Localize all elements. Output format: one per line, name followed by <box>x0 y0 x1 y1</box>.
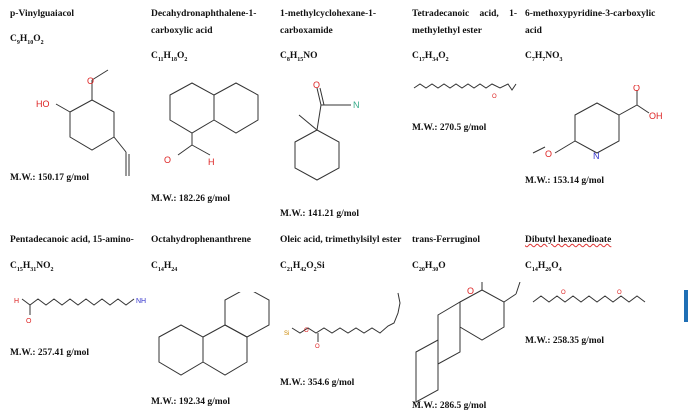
svg-text:N: N <box>353 100 360 110</box>
compound-formula: C7H7NO3 <box>525 51 563 63</box>
molecular-weight: M.W.: 153.14 g/mol <box>525 176 605 186</box>
compound-formula: C17H34O2 <box>412 51 449 63</box>
compound-formula: C9H10O2 <box>10 34 44 46</box>
structure-isopropyl-myristate: O <box>413 83 517 100</box>
svg-text:O: O <box>26 318 32 325</box>
molecular-weight: M.W.: 182.26 g/mol <box>151 194 231 204</box>
molecular-weight: M.W.: 150.17 g/mol <box>10 173 90 183</box>
compound-formula: C8H15NO <box>280 51 318 63</box>
structure-p-vinylguaiacol: O HO <box>36 69 130 176</box>
svg-text:O: O <box>545 149 552 159</box>
molecular-weight: M.W.: 354.6 g/mol <box>280 378 355 388</box>
compound-formula: C15H31NO2 <box>10 261 54 273</box>
compound-name: Octahydrophenanthrene <box>151 235 251 245</box>
svg-text:H: H <box>14 298 19 305</box>
svg-text:NH: NH <box>136 298 146 305</box>
structure-methylcyclohexane-carboxamide: O N <box>294 80 360 181</box>
svg-text:O: O <box>633 85 640 93</box>
compound-name: Oleic acid, trimethylsilyl ester <box>280 235 402 245</box>
compound-name: trans-Ferruginol <box>412 235 481 245</box>
molecular-weight: M.W.: 257.41 g/mol <box>10 348 90 358</box>
molecular-weight: M.W.: 270.5 g/mol <box>412 123 487 133</box>
svg-text:O: O <box>492 94 497 100</box>
molecular-weight: M.W.: 286.5 g/mol <box>412 401 487 411</box>
svg-text:N: N <box>593 151 600 161</box>
structure-methoxypyridine-carboxylic-acid: O OH O N <box>532 85 663 161</box>
compound-name: Pentadecanoic acid, 15-amino- <box>10 235 134 245</box>
svg-text:HO: HO <box>36 99 50 109</box>
molecular-weight: M.W.: 258.35 g/mol <box>525 336 605 346</box>
structure-trans-ferruginol: O <box>415 282 521 403</box>
svg-text:H: H <box>208 157 215 167</box>
molecular-weight: M.W.: 141.21 g/mol <box>280 209 360 219</box>
svg-text:O: O <box>315 344 320 350</box>
compound-name: Tetradecanoic acid, 1-methylethyl ester <box>412 9 517 36</box>
svg-text:Si: Si <box>284 331 289 337</box>
structure-octahydrophenanthrene <box>158 292 270 376</box>
compound-name: Decahydronaphthalene-1-carboxylic acid <box>151 9 257 36</box>
svg-text:OH: OH <box>649 111 663 121</box>
molecular-weight: M.W.: 192.34 g/mol <box>151 397 231 407</box>
compound-name: 1-methylcyclohexane-1-carboxamide <box>280 9 377 36</box>
compound-formula: C11H18O2 <box>151 51 188 63</box>
svg-text:O: O <box>467 286 474 296</box>
compound-formula: C21H42O2Si <box>280 261 325 273</box>
compound-name: 6-methoxypyridine-3-carboxylic acid <box>525 9 656 36</box>
svg-text:O: O <box>164 155 171 165</box>
structure-aminopentadecanoic-acid: H O NH <box>14 298 146 325</box>
compound-formula: C20H30O <box>412 261 446 273</box>
compound-formula: C14H26O4 <box>525 261 562 273</box>
structure-oleic-acid-tms-ester: Si O O <box>284 292 401 350</box>
svg-text:O: O <box>87 76 94 86</box>
svg-text:O: O <box>304 328 309 334</box>
structure-dibutyl-adipate: O O <box>532 290 646 303</box>
svg-text:O: O <box>561 290 566 296</box>
svg-text:O: O <box>313 80 320 90</box>
svg-text:O: O <box>617 290 622 296</box>
compound-formula: C14H24 <box>151 261 178 273</box>
scroll-marker[interactable] <box>684 290 688 322</box>
compound-name: p-Vinylguaiacol <box>10 9 75 19</box>
compound-name: Dibutyl hexanedioate <box>525 235 612 245</box>
